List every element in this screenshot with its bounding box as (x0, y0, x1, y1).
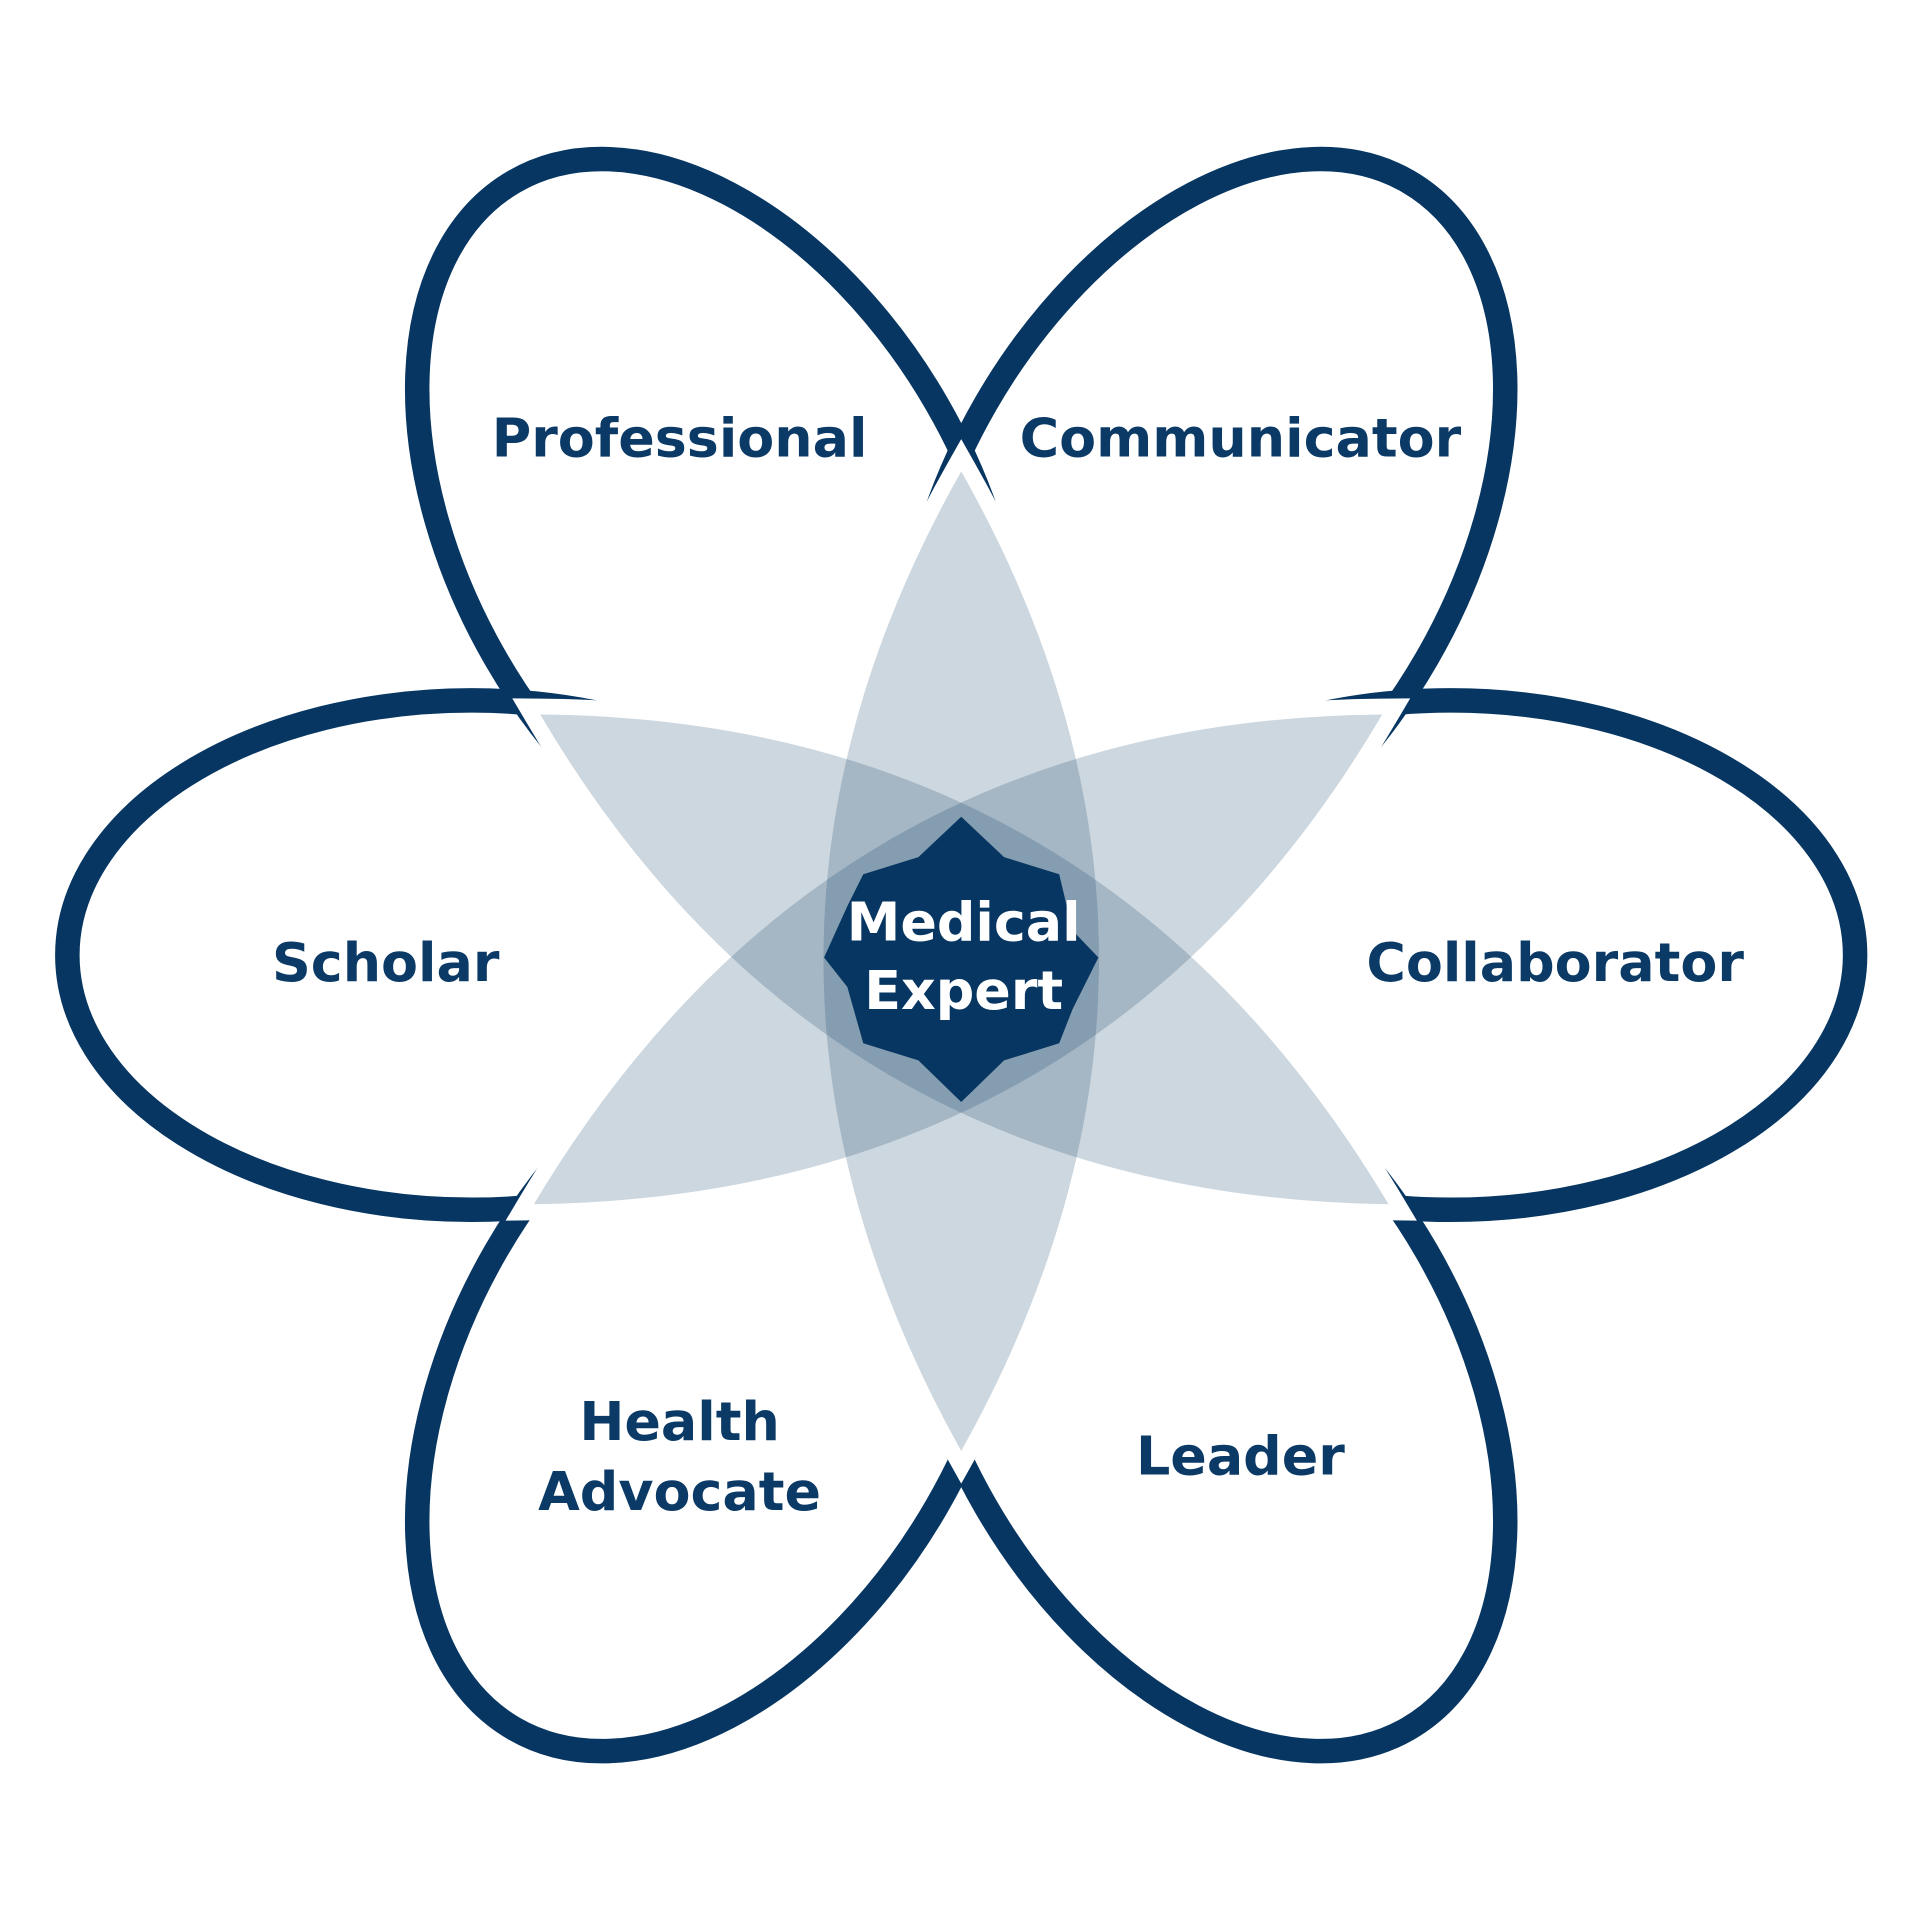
label-medical-expert-line1: Medical (847, 890, 1081, 953)
label-medical-expert-line2: Expert (864, 959, 1063, 1022)
label-collaborator: Collaborator (1366, 931, 1744, 994)
label-leader: Leader (1136, 1424, 1345, 1487)
label-scholar: Scholar (272, 931, 500, 994)
label-health-advocate-line2: Advocate (538, 1460, 821, 1523)
center-star (824, 816, 1099, 1103)
label-health-advocate-line1: Health (579, 1390, 780, 1453)
label-professional: Professional (492, 407, 868, 470)
label-communicator: Communicator (1020, 407, 1462, 470)
